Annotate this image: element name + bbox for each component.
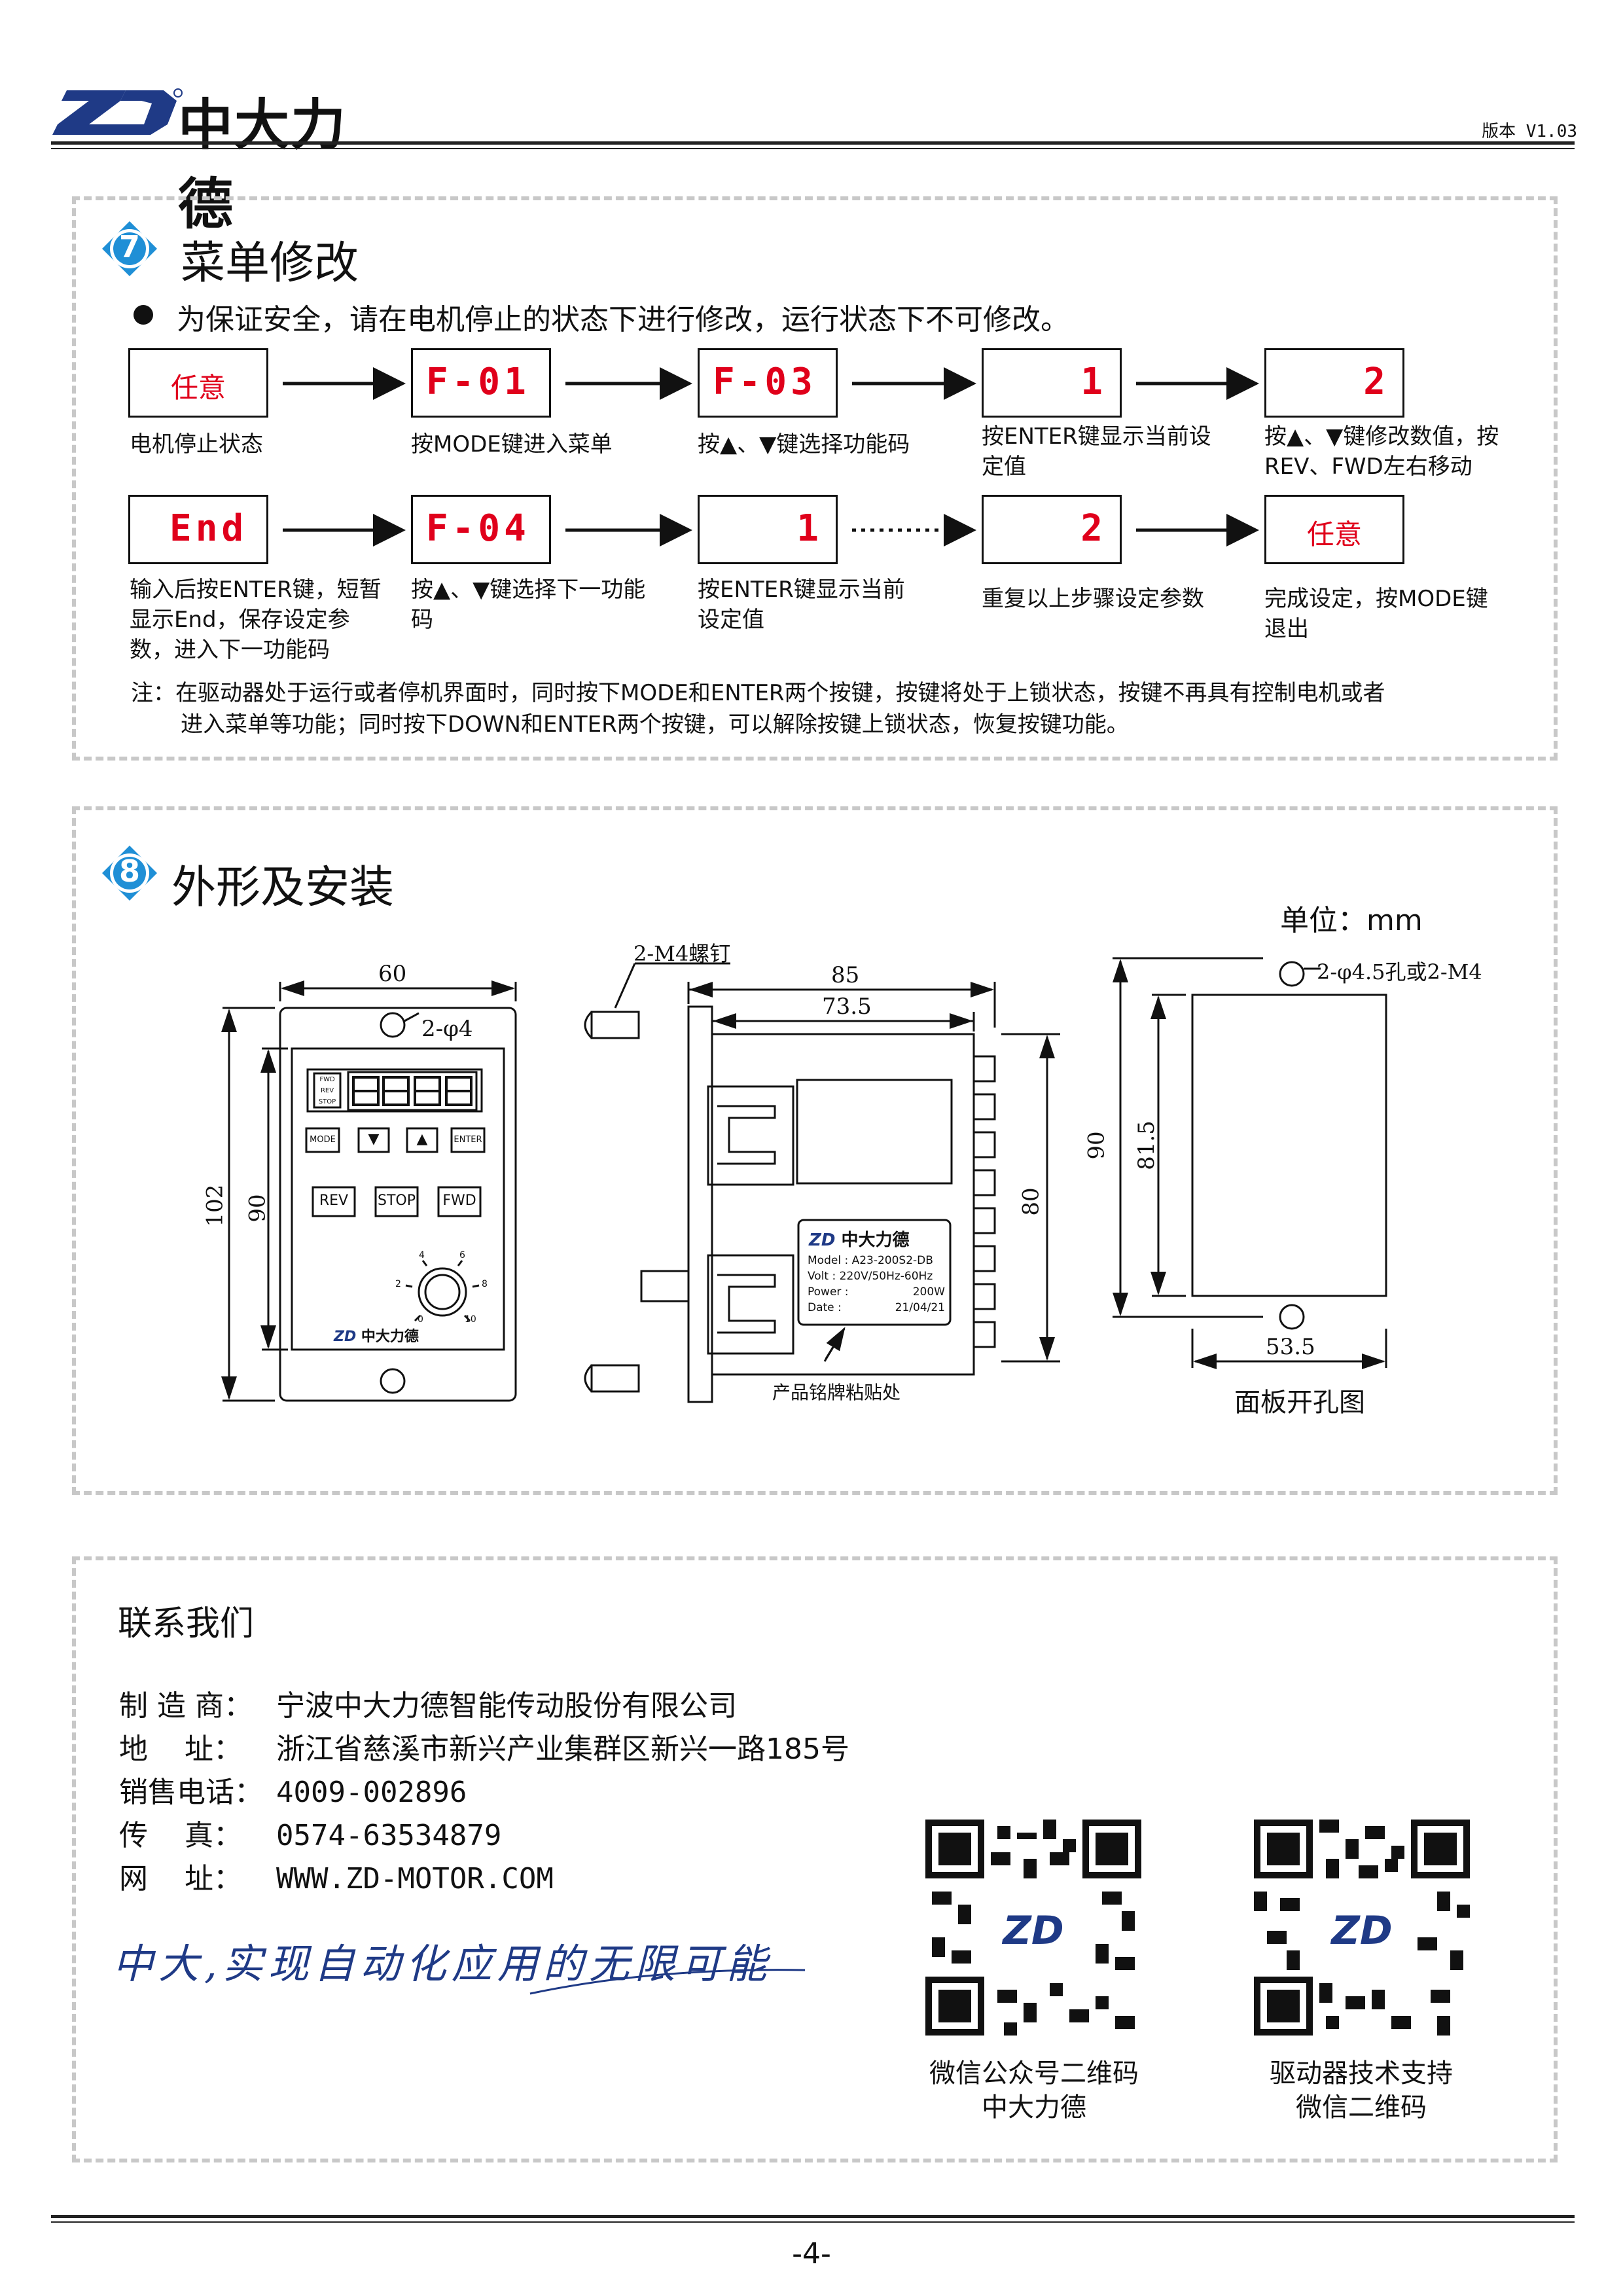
down-button: ▼ bbox=[368, 1131, 380, 1147]
display-box: 2 bbox=[982, 495, 1122, 564]
display-box: F-03 bbox=[698, 348, 838, 418]
cutout-caption: 面板开孔图 bbox=[1234, 1388, 1365, 1418]
rev-button: REV bbox=[319, 1193, 349, 1209]
version-label: 版本 V1.03 bbox=[1482, 122, 1577, 141]
knob-tick-0: 0 bbox=[418, 1314, 423, 1325]
footer-rule bbox=[51, 2215, 1575, 2218]
safety-note: 为保证安全，请在电机停止的状态下进行修改，运行状态下不可修改。 bbox=[177, 303, 1069, 336]
screw-label: 2-M4螺钉 bbox=[633, 941, 731, 966]
display-box: 1 bbox=[698, 495, 838, 564]
section-dimensions-panel bbox=[72, 806, 1558, 1495]
up-button: ▲ bbox=[416, 1131, 428, 1147]
section-menu-panel bbox=[72, 196, 1558, 761]
contact-row-fax: 传 真：0574-63534879 bbox=[119, 1819, 502, 1852]
display-box: 1 bbox=[982, 348, 1122, 418]
section-7-badge-icon bbox=[102, 221, 157, 276]
knob-tick-8: 8 bbox=[482, 1279, 488, 1289]
qr1-caption: 微信公众号二维码中大力德 bbox=[929, 2058, 1139, 2123]
display-box: F-01 bbox=[411, 348, 551, 418]
dim-front-width: 60 bbox=[378, 961, 407, 987]
lock-note-line1: 注：在驱动器处于运行或者停机界面时，同时按下MODE和ENTER两个按键，按键将… bbox=[131, 680, 1385, 706]
step-caption: 按ENTER键显示当前设定值 bbox=[982, 423, 1211, 480]
dim-front-height-inner: 90 bbox=[244, 1194, 271, 1223]
dim-cutout-height-inner: 81.5 bbox=[1133, 1121, 1160, 1170]
dim-front-height-outer: 102 bbox=[202, 1184, 228, 1227]
display-box: F-04 bbox=[411, 495, 551, 564]
step-caption: 输入后按ENTER键，短暂显示End，保存设定参数，进入下一功能码 bbox=[130, 577, 382, 663]
qr-code-icon: ZD bbox=[925, 1820, 1141, 2036]
step-caption: 按▲、▼键修改数值，按REV、FWD左右移动 bbox=[1264, 423, 1499, 480]
header-rule-thin bbox=[51, 148, 1575, 149]
step-caption: 按ENTER键显示当前设定值 bbox=[698, 577, 905, 633]
section-7-title: 菜单修改 bbox=[181, 238, 359, 289]
slogan: 中大,实现自动化应用的无限可能 bbox=[113, 1940, 772, 1988]
dim-side-depth: 85 bbox=[831, 962, 860, 988]
nameplate-caption: 产品铭牌粘贴处 bbox=[772, 1382, 901, 1403]
dim-side-depth-inner: 73.5 bbox=[822, 994, 872, 1020]
dim-cutout-width: 53.5 bbox=[1266, 1334, 1315, 1360]
contact-row-address: 地 址：浙江省慈溪市新兴产业集群区新兴一路185号 bbox=[119, 1732, 849, 1766]
header-logo: 中大力德 bbox=[52, 84, 393, 236]
section-8-badge-icon bbox=[102, 846, 157, 901]
svg-text:ZD: ZD bbox=[1001, 1908, 1063, 1954]
contact-title: 联系我们 bbox=[118, 1604, 255, 1643]
step-caption: 电机停止状态 bbox=[130, 431, 263, 457]
logo-text: 中大力德 bbox=[178, 93, 348, 236]
unit-label: 单位：mm bbox=[1280, 904, 1423, 937]
enter-button: ENTER bbox=[454, 1135, 482, 1145]
contact-row-manufacturer: 制 造 商：宁波中大力德智能传动股份有限公司 bbox=[119, 1689, 737, 1723]
contact-row-phone: 销售电话：4009-002896 bbox=[119, 1776, 467, 1809]
step-caption: 重复以上步骤设定参数 bbox=[982, 586, 1204, 612]
qr2-caption: 驱动器技术支持微信二维码 bbox=[1270, 2058, 1453, 2123]
slogan-swoosh-icon bbox=[529, 1969, 806, 1995]
display-box: 任意 bbox=[128, 348, 268, 418]
knob-tick-6: 6 bbox=[459, 1250, 465, 1261]
step-caption: 按▲、▼键选择功能码 bbox=[698, 431, 910, 457]
knob-tick-2: 2 bbox=[395, 1279, 401, 1289]
dim-front-hole: 2-φ4 bbox=[421, 1016, 473, 1042]
knob-tick-10: 10 bbox=[465, 1314, 476, 1325]
front-brand: ZD 中大力德 bbox=[334, 1329, 419, 1345]
section-8-number: 8 bbox=[118, 853, 140, 889]
display-box: End bbox=[128, 495, 268, 564]
zd-logo-icon bbox=[52, 88, 183, 135]
display-box: 任意 bbox=[1264, 495, 1404, 564]
dim-cutout-hole: 2-φ4.5孔或2-M4 bbox=[1317, 960, 1482, 984]
knob-tick-4: 4 bbox=[419, 1250, 425, 1261]
display-box: 2 bbox=[1264, 348, 1404, 418]
mode-button: MODE bbox=[310, 1135, 336, 1145]
header-rule bbox=[51, 141, 1575, 145]
section-8-title: 外形及安装 bbox=[171, 862, 395, 914]
dim-side-height: 80 bbox=[1018, 1187, 1044, 1216]
step-caption: 按▲、▼键选择下一功能码 bbox=[411, 577, 646, 633]
step-caption: 按MODE键进入菜单 bbox=[411, 431, 613, 457]
svg-text:ZD: ZD bbox=[1330, 1908, 1392, 1954]
bullet-dot bbox=[134, 305, 153, 325]
lock-note-line2: 进入菜单等功能；同时按下DOWN和ENTER两个按键，可以解除按键上锁状态，恢复… bbox=[181, 711, 1129, 738]
menu-flow-arrows bbox=[283, 367, 1259, 547]
section-7-number: 7 bbox=[118, 229, 140, 264]
footer-rule-thin bbox=[51, 2221, 1575, 2223]
fwd-button: FWD bbox=[442, 1193, 476, 1209]
qr-code-icon: ZD bbox=[1254, 1820, 1470, 2036]
contact-panel bbox=[72, 1556, 1558, 2162]
contact-row-website[interactable]: 网 址：WWW.ZD-MOTOR.COM bbox=[119, 1862, 554, 1895]
dim-cutout-height-outer: 90 bbox=[1083, 1131, 1110, 1160]
dimension-drawings bbox=[221, 957, 1387, 1403]
step-caption: 完成设定，按MODE键退出 bbox=[1264, 586, 1488, 642]
stop-button: STOP bbox=[378, 1193, 416, 1209]
nameplate-brand: ZD 中大力德 bbox=[809, 1230, 910, 1250]
page-number: -4- bbox=[792, 2237, 831, 2270]
nameplate-info: Model : A23-200S2-DB Volt : 220V/50Hz-60… bbox=[808, 1254, 945, 1314]
